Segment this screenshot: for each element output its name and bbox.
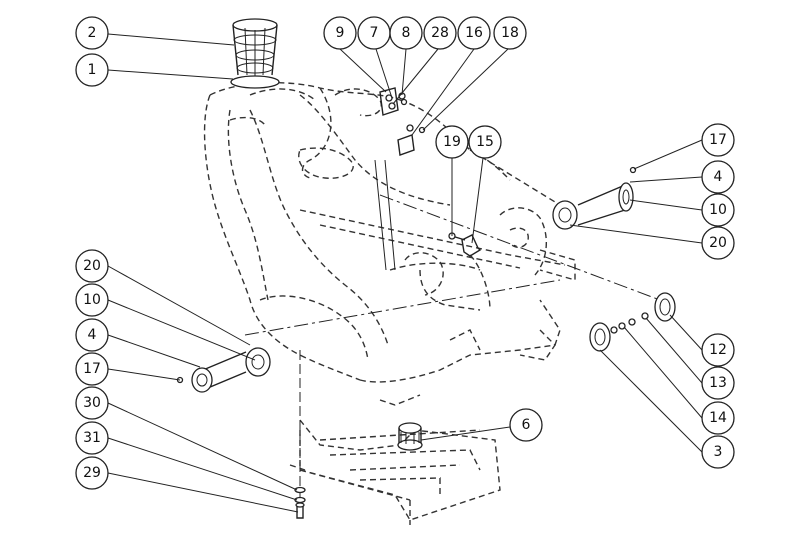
callout-10-right: 10 [701,193,735,227]
callout-label: 19 [443,134,461,150]
drain-plug [397,422,423,451]
callout-label: 18 [501,25,519,41]
callout-label: 2 [88,25,97,41]
callout-label: 7 [370,25,379,41]
callout-10-left: 10 [75,283,109,317]
callout-label: 4 [88,327,97,343]
tank-body [203,82,576,525]
callout-label: 29 [83,465,101,481]
top-bracket [379,87,426,156]
callout-4-left: 4 [75,318,109,352]
callout-label: 28 [431,25,449,41]
callout-8: 8 [389,16,423,50]
callout-17-left: 17 [75,352,109,386]
callout-1: 1 [75,53,109,87]
callout-15: 15 [468,125,502,159]
callout-label: 15 [476,134,494,150]
callout-20-right: 20 [701,226,735,260]
callout-label: 9 [336,25,345,41]
callout-label: 14 [709,410,727,426]
leader-lines [107,33,703,513]
callout-label: 16 [465,25,483,41]
callout-12: 12 [701,333,735,367]
callout-9: 9 [323,16,357,50]
centre-lines [244,159,661,505]
callout-label: 4 [714,169,723,185]
callout-28: 28 [423,16,457,50]
callout-6: 6 [509,408,543,442]
callout-17-right: 17 [701,123,735,157]
callout-30: 30 [75,386,109,420]
callout-label: 12 [709,342,727,358]
right-fitting [552,166,637,230]
bottom-bolts [294,486,306,519]
callout-label: 10 [709,202,727,218]
callout-label: 8 [402,25,411,41]
callout-14: 14 [701,401,735,435]
callout-16: 16 [457,16,491,50]
callout-31: 31 [75,421,109,455]
callout-20-left: 20 [75,249,109,283]
callout-label: 17 [83,361,101,377]
callout-label: 17 [709,132,727,148]
gauge-parts [589,292,676,352]
callout-4-right: 4 [701,160,735,194]
callout-2: 2 [75,16,109,50]
callout-label: 30 [83,395,101,411]
callout-18: 18 [493,16,527,50]
callout-label: 31 [83,430,101,446]
callout-bubbles: 2 1 9 7 8 28 16 18 17 4 10 20 19 15 20 1… [75,16,735,490]
filler-strainer [230,18,280,89]
left-fitting [176,347,271,393]
callout-7: 7 [357,16,391,50]
callout-label: 20 [709,235,727,251]
callout-label: 20 [83,258,101,274]
callout-3: 3 [701,435,735,469]
callout-label: 10 [83,292,101,308]
callout-29: 29 [75,456,109,490]
callout-label: 1 [88,62,97,78]
callout-label: 6 [522,417,531,433]
callout-label: 3 [714,444,723,460]
callout-label: 13 [709,375,727,391]
callout-19: 19 [435,125,469,159]
callout-13: 13 [701,366,735,400]
clamp-bolt [448,232,482,257]
